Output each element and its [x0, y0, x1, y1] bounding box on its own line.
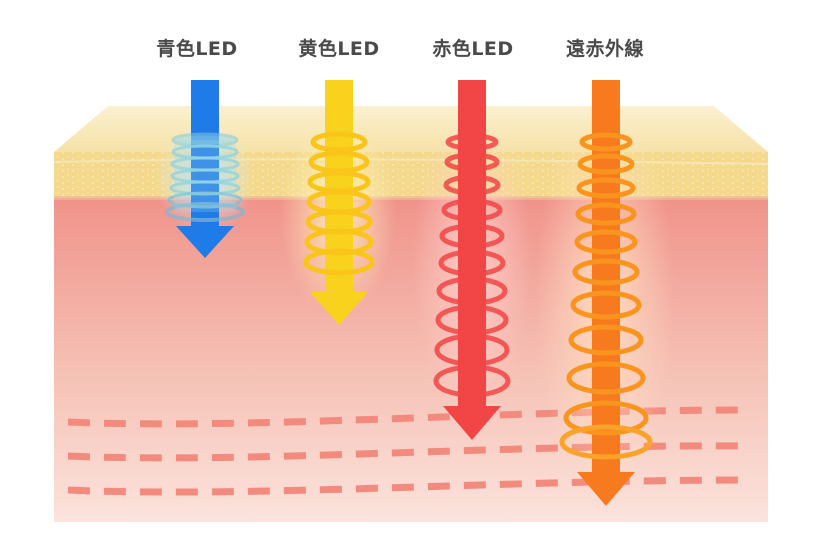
yellow-led-arrow — [310, 80, 368, 325]
red-led-rings — [433, 133, 511, 398]
yellow-led-rings — [303, 131, 375, 276]
blue-led-rings — [165, 132, 245, 222]
far-infrared-arrow — [577, 80, 635, 506]
label-far-infrared: 遠赤外線 — [565, 38, 644, 60]
dashed-layer-lines — [67, 406, 751, 496]
far-infrared-rings — [559, 132, 653, 460]
label-blue-led: 青色LED — [156, 38, 238, 60]
skin-top-surface — [54, 106, 768, 152]
label-yellow-led: 黄色LED — [298, 38, 380, 60]
label-red-led: 赤色LED — [432, 38, 514, 60]
